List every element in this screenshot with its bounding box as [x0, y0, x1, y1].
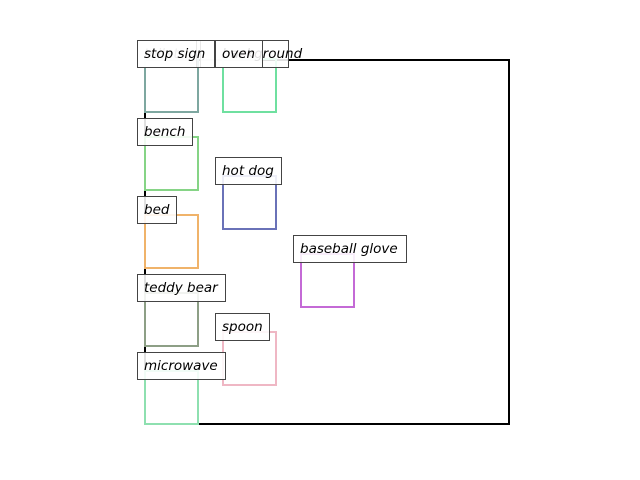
label-oven: oven [215, 40, 263, 68]
label-teddy-bear: teddy bear [137, 274, 226, 302]
label-baseball-glove: baseball glove [293, 235, 407, 263]
label-bench: bench [137, 118, 193, 146]
label-hot-dog: hot dog [215, 157, 282, 185]
label-microwave: microwave [137, 352, 226, 380]
label-spoon: spoon [215, 313, 270, 341]
label-bed: bed [137, 196, 177, 224]
label-stop-sign: stop sign [137, 40, 215, 68]
